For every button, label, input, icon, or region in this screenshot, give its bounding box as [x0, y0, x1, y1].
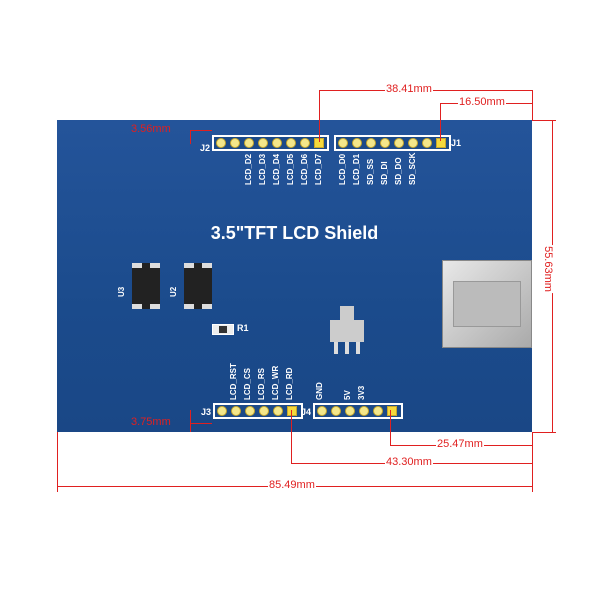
header-pin	[231, 406, 241, 416]
dim-line	[319, 90, 320, 142]
header-pin	[380, 138, 390, 148]
pcb-board: J2 J1 J3 J4 LCD_D2 LCD_D3 LCD_D4 LCD_D5 …	[57, 120, 532, 432]
header-pin	[272, 138, 282, 148]
j3-label: J3	[201, 407, 212, 417]
pin-label: SD_SCK	[408, 152, 417, 185]
dim-width: 85.49mm	[268, 479, 316, 491]
header-pin	[300, 138, 310, 148]
header-pin	[352, 138, 362, 148]
chip-u3	[132, 263, 160, 309]
dim-line	[440, 103, 441, 141]
header-pin	[436, 138, 446, 148]
board-title: 3.5"TFT LCD Shield	[210, 223, 379, 243]
regulator-leg	[356, 342, 360, 354]
dim-line	[532, 120, 556, 121]
dim-line	[190, 423, 212, 424]
regulator-leg	[345, 342, 349, 354]
pin-label: LCD_D6	[300, 153, 309, 185]
dim-line	[291, 410, 292, 464]
pin-label: LCD_CS	[243, 367, 252, 400]
dim-line	[532, 90, 533, 120]
dim-line	[532, 432, 556, 433]
header-pin	[230, 138, 240, 148]
dim-top-right: 16.50mm	[458, 96, 506, 108]
pin-label: LCD_WR	[271, 365, 280, 400]
header-pin	[286, 138, 296, 148]
u3-label: U3	[117, 286, 126, 297]
j1-label: J1	[451, 138, 462, 148]
sd-card-slot	[442, 260, 532, 348]
dim-left-bottom: 3.75mm	[131, 416, 171, 428]
dim-line	[190, 130, 212, 131]
dim-line	[190, 130, 191, 144]
header-pin	[366, 138, 376, 148]
dim-bottom-1: 25.47mm	[436, 438, 484, 450]
voltage-regulator	[330, 320, 364, 342]
header-pin	[244, 138, 254, 148]
header-j1	[334, 135, 451, 151]
u2-label: U2	[169, 286, 178, 297]
header-pin	[408, 138, 418, 148]
dim-line	[190, 410, 191, 432]
pin-label: SD_DO	[394, 157, 403, 185]
pin-label: SD_SS	[366, 158, 375, 185]
pin-label: LCD_D2	[244, 153, 253, 185]
j4-label: J4	[301, 407, 312, 417]
header-pin	[394, 138, 404, 148]
header-pin	[331, 406, 341, 416]
pin-label: LCD_D5	[286, 153, 295, 185]
header-pin	[216, 138, 226, 148]
pin-label: SD_DI	[380, 161, 389, 185]
pin-label: 5V	[343, 390, 352, 400]
chip-u2	[184, 263, 212, 309]
pin-label: LCD_D1	[352, 153, 361, 185]
header-pin	[422, 138, 432, 148]
header-pin	[217, 406, 227, 416]
dim-line	[532, 432, 533, 492]
header-pin	[287, 406, 297, 416]
pin-label: LCD_RD	[285, 367, 294, 400]
header-pin	[258, 138, 268, 148]
regulator-leg	[334, 342, 338, 354]
header-pin	[359, 406, 369, 416]
j2-label: J2	[200, 143, 211, 153]
header-pin	[387, 406, 397, 416]
dim-top: 38.41mm	[385, 83, 433, 95]
header-pin	[317, 406, 327, 416]
header-pin	[373, 406, 383, 416]
dim-line	[57, 432, 58, 492]
header-pin	[273, 406, 283, 416]
resistor-r1	[212, 324, 234, 335]
dim-left-top: 3.56mm	[131, 123, 171, 135]
pin-label: LCD_RST	[229, 363, 238, 400]
header-pin	[245, 406, 255, 416]
dim-bottom-2: 43.30mm	[385, 456, 433, 468]
dim-right: 55.63mm	[541, 245, 554, 293]
header-pin	[338, 138, 348, 148]
pin-label: LCD_D3	[258, 153, 267, 185]
pin-label: 3V3	[357, 385, 366, 400]
pin-label: GND	[315, 382, 324, 400]
pin-label: LCD_D0	[338, 153, 347, 185]
pin-label: LCD_D4	[272, 153, 281, 185]
dim-line	[390, 410, 391, 446]
r1-label: R1	[237, 323, 249, 333]
regulator-tab	[340, 306, 354, 320]
pin-label: LCD_RS	[257, 367, 266, 400]
pin-label: LCD_D7	[314, 153, 323, 185]
header-pin	[345, 406, 355, 416]
header-pin	[259, 406, 269, 416]
header-j2	[212, 135, 329, 151]
